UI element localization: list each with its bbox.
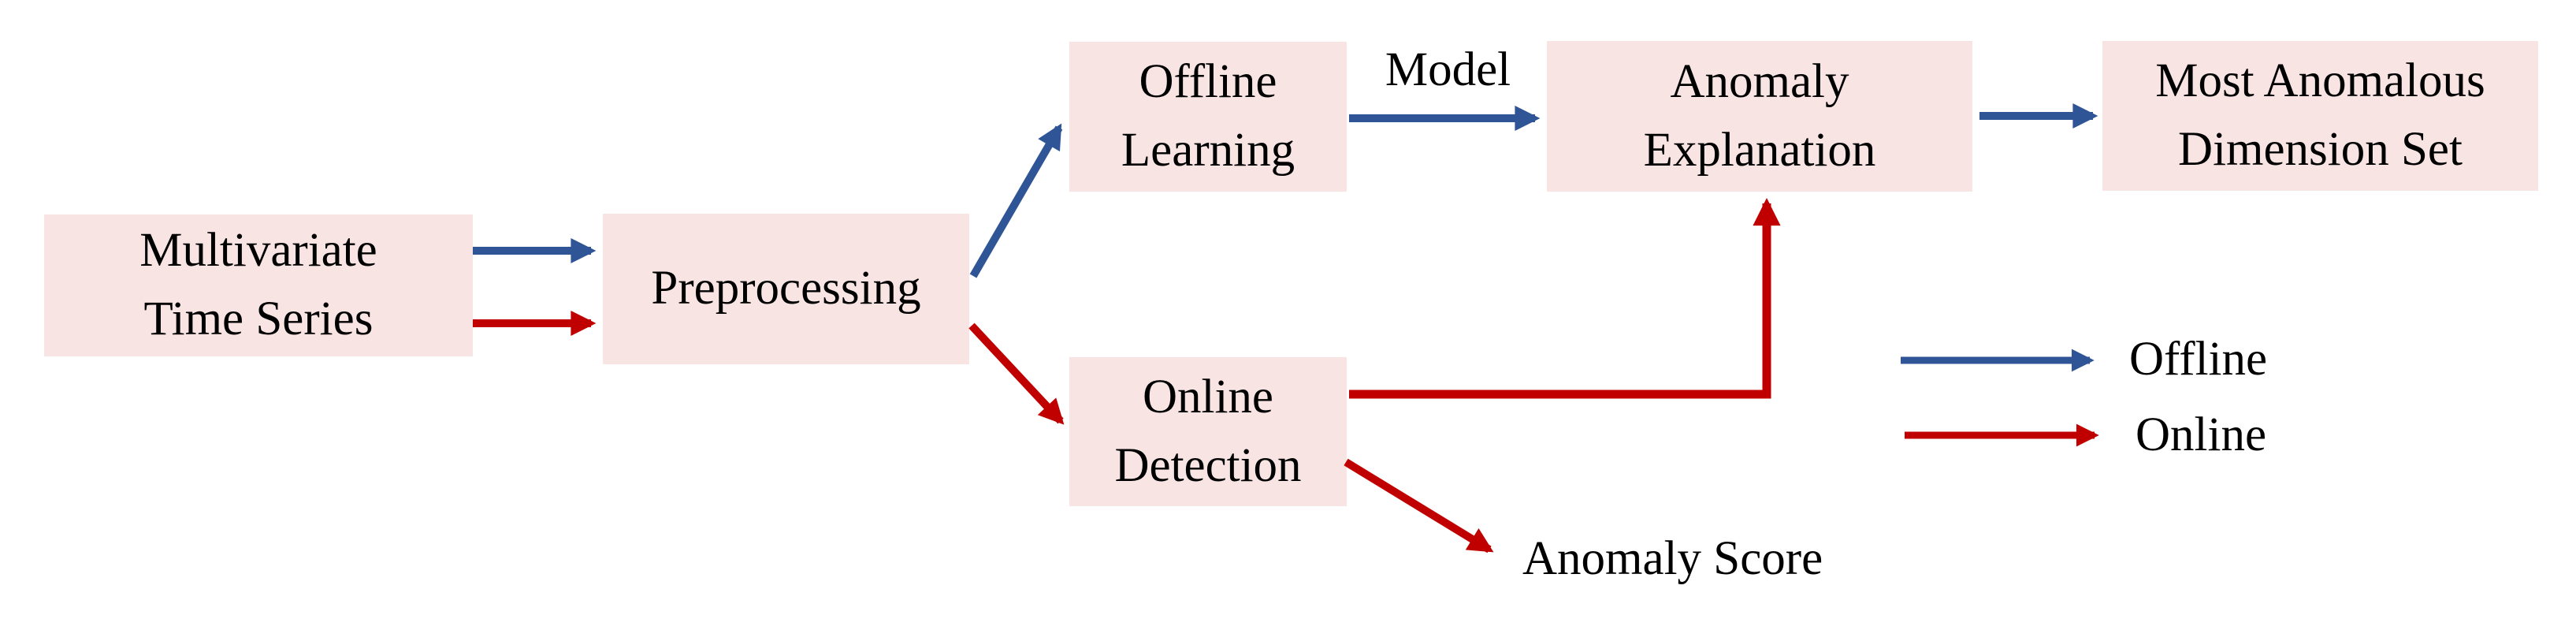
arrow-preprocessing-to-online-detection xyxy=(968,322,1065,425)
arrow-online-detection-to-anomaly-score xyxy=(1344,458,1494,554)
arrow-online-detection-to-anomaly-explanation xyxy=(1349,197,1781,399)
node-online-detection: Online Detection xyxy=(1069,357,1347,506)
legend-online-label: Online xyxy=(2136,408,2267,461)
edge-label-anomaly-score: Anomaly Score xyxy=(1522,532,1823,585)
node-anomaly-explanation: Anomaly Explanation xyxy=(1547,41,1972,192)
node-preprocessing: Preprocessing xyxy=(603,214,969,364)
node-most-anomalous-dimension-set: Most Anomalous Dimension Set xyxy=(2102,41,2538,191)
legend-offline-label: Offline xyxy=(2129,333,2268,386)
arrow-preprocessing-to-offline-learning xyxy=(969,123,1063,278)
node-offline-learning: Offline Learning xyxy=(1069,42,1347,192)
edge-label-model: Model xyxy=(1385,43,1511,96)
node-multivariate-time-series: Multivariate Time Series xyxy=(44,214,473,356)
